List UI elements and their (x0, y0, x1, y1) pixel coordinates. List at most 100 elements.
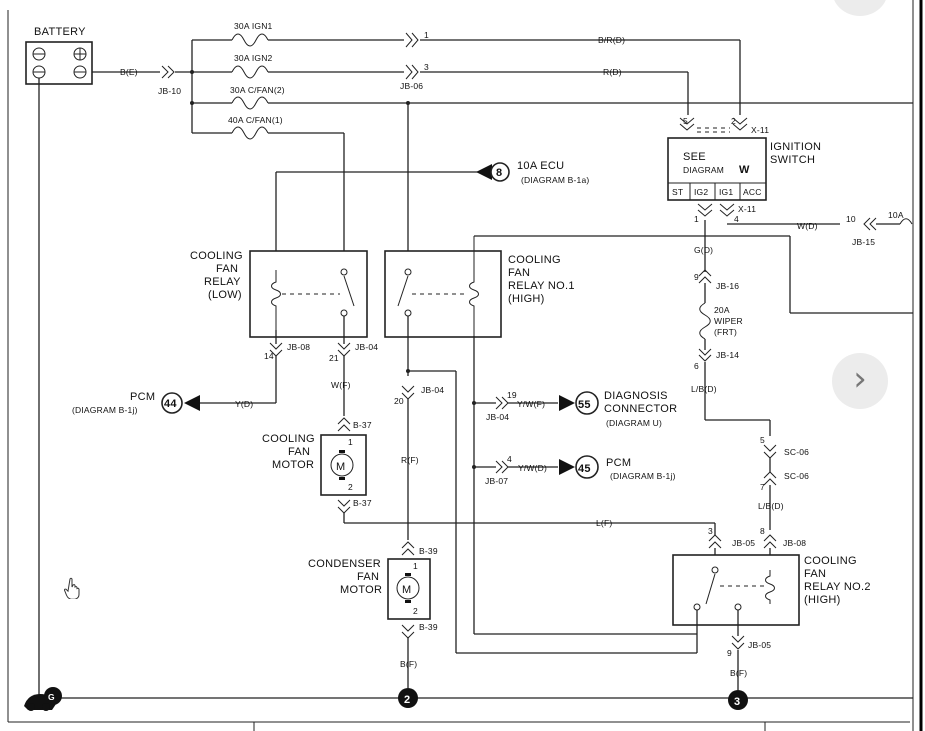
svg-text:PCM: PCM (130, 391, 155, 403)
svg-text:IG1: IG1 (719, 187, 733, 197)
battery-feed: B(E) JB-10 (92, 65, 192, 96)
svg-text:X-11: X-11 (738, 204, 756, 214)
svg-text:JB-04: JB-04 (355, 342, 378, 352)
svg-text:ACC: ACC (743, 187, 762, 197)
svg-text:G: G (48, 692, 55, 702)
svg-text:B(F): B(F) (400, 659, 417, 669)
next-page-button[interactable]: › (832, 353, 888, 409)
svg-text:WIPER: WIPER (714, 316, 743, 326)
svg-text:B(E): B(E) (120, 67, 138, 77)
svg-text:R(F): R(F) (401, 455, 419, 465)
svg-text:JB-15: JB-15 (852, 237, 875, 247)
svg-text:2: 2 (731, 116, 736, 126)
svg-text:JB-14: JB-14 (716, 350, 739, 360)
svg-text:JB-07: JB-07 (485, 476, 508, 486)
svg-text:2: 2 (404, 694, 410, 706)
svg-text:IG2: IG2 (694, 187, 708, 197)
relay-no2: 3 JB-05 COOLING FAN RELAY NO.2 (HIGH) JB… (672, 523, 871, 690)
svg-text:9: 9 (727, 648, 732, 658)
svg-text:JB-16: JB-16 (716, 281, 739, 291)
hand-cursor-icon (64, 577, 80, 599)
ig2-circuit: G(D) 9 JB-16 20A WIPER (FRT) JB-14 6 L/B… (691, 220, 809, 570)
svg-text:L(F): L(F) (596, 518, 612, 528)
svg-text:JB-05: JB-05 (732, 538, 755, 548)
svg-text:DIAGRAM: DIAGRAM (683, 165, 724, 175)
svg-text:(DIAGRAM U): (DIAGRAM U) (606, 418, 662, 428)
ecu-reference: 8 10A ECU (DIAGRAM B-1a) (275, 160, 589, 270)
ground-bus: G 2 3 (24, 687, 913, 711)
svg-text:L/B(D): L/B(D) (691, 384, 717, 394)
svg-text:10A: 10A (888, 210, 904, 220)
svg-text:B/R(D): B/R(D) (598, 35, 625, 45)
svg-text:3: 3 (424, 62, 429, 72)
svg-text:W(F): W(F) (331, 380, 351, 390)
svg-text:14: 14 (264, 351, 274, 361)
svg-text:G(D): G(D) (694, 245, 713, 255)
svg-text:20A: 20A (714, 305, 730, 315)
svg-text:FAN: FAN (357, 571, 379, 583)
svg-text:(LOW): (LOW) (208, 289, 242, 301)
pcm-44-reference: Y(D) 44 PCM (DIAGRAM B-1j) (72, 356, 277, 415)
svg-text:COOLING: COOLING (804, 555, 857, 567)
svg-text:SWITCH: SWITCH (770, 154, 815, 166)
svg-text:SC-06: SC-06 (784, 447, 809, 457)
svg-text:1: 1 (348, 437, 353, 447)
jb06: 1 3 JB-06 B/R(D) R(D) (400, 30, 741, 115)
svg-text:JB-04: JB-04 (486, 412, 509, 422)
svg-text:8: 8 (760, 526, 765, 536)
fuse-ign1: 30A IGN1 (234, 21, 273, 31)
svg-text:2: 2 (348, 482, 353, 492)
svg-text:ST: ST (672, 187, 683, 197)
ignition-switch: 5 2 X-11 SEE DIAGRAM W ST IG2 IG1 ACC IG… (667, 116, 821, 224)
previous-page-button[interactable] (832, 0, 888, 16)
svg-text:5: 5 (760, 435, 765, 445)
svg-text:10A ECU: 10A ECU (517, 160, 564, 172)
svg-text:1: 1 (694, 214, 699, 224)
svg-text:Y/W(D): Y/W(D) (518, 463, 547, 473)
svg-text:PCM: PCM (606, 457, 631, 469)
svg-text:(HIGH): (HIGH) (804, 594, 841, 606)
svg-text:B(F): B(F) (730, 668, 747, 678)
svg-text:DIAGNOSIS: DIAGNOSIS (604, 390, 668, 402)
relay-low: COOLING FAN RELAY (LOW) JB-08 14 JB-04 2… (190, 250, 378, 363)
svg-text:B-37: B-37 (353, 498, 372, 508)
condenser-feed: JB-04 20 R(F) (394, 369, 697, 654)
svg-text:(HIGH): (HIGH) (508, 293, 545, 305)
svg-text:COOLING: COOLING (190, 250, 243, 262)
svg-text:FAN: FAN (508, 267, 530, 279)
svg-text:JB-04: JB-04 (421, 385, 444, 395)
svg-text:CONDENSER: CONDENSER (308, 558, 381, 570)
fuse-cfan1: 40A C/FAN(1) (228, 115, 283, 125)
svg-text:7: 7 (760, 482, 765, 492)
svg-text:6: 6 (694, 361, 699, 371)
svg-text:FAN: FAN (216, 263, 238, 275)
svg-text:MOTOR: MOTOR (272, 459, 314, 471)
svg-text:RELAY NO.2: RELAY NO.2 (804, 581, 871, 593)
svg-text:R(D): R(D) (603, 67, 622, 77)
svg-text:9: 9 (694, 272, 699, 282)
conn-jb10: JB-10 (158, 86, 181, 96)
svg-text:MOTOR: MOTOR (340, 584, 382, 596)
fuse-ign2: 30A IGN2 (234, 53, 273, 63)
svg-text:20: 20 (394, 396, 404, 406)
svg-text:JB-08: JB-08 (783, 538, 806, 548)
svg-text:COOLING: COOLING (262, 433, 315, 445)
condenser-fan-motor: B-39 M 1 2 CONDENSER FAN MOTOR B-39 B(F) (308, 541, 438, 688)
svg-text:4: 4 (734, 214, 739, 224)
svg-text:FAN: FAN (804, 568, 826, 580)
svg-text:IGNITION: IGNITION (770, 141, 821, 153)
svg-text:B-37: B-37 (353, 420, 372, 430)
svg-text:2: 2 (413, 606, 418, 616)
svg-text:RELAY NO.1: RELAY NO.1 (508, 280, 575, 292)
svg-text:Y/W(F): Y/W(F) (517, 399, 545, 409)
svg-text:B-39: B-39 (419, 622, 438, 632)
svg-text:Y(D): Y(D) (235, 399, 253, 409)
svg-text:4: 4 (507, 454, 512, 464)
svg-text:1: 1 (424, 30, 429, 40)
svg-text:B-39: B-39 (419, 546, 438, 556)
svg-text:(DIAGRAM B-1a): (DIAGRAM B-1a) (521, 175, 589, 185)
battery: BATTERY (25, 26, 93, 85)
svg-text:3: 3 (734, 696, 740, 708)
svg-text:21: 21 (329, 353, 339, 363)
